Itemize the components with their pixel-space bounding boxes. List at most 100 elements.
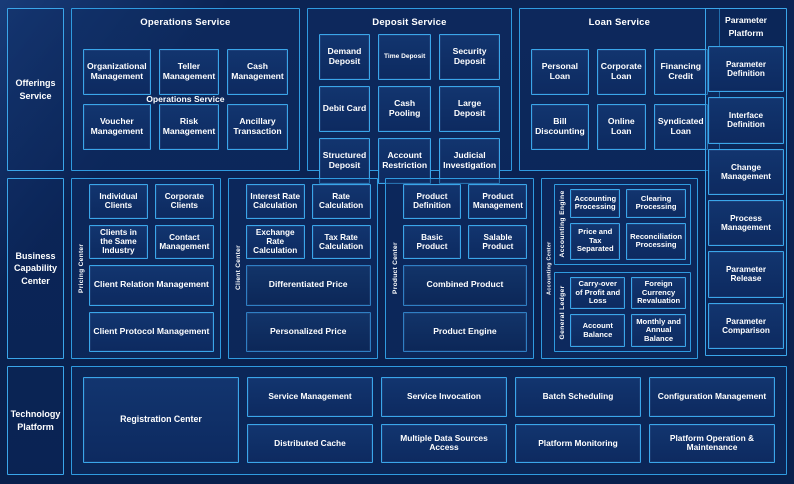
item-parameter-definition[interactable]: Parameter Definition [708, 45, 784, 93]
item-financing-credit[interactable]: Financing Credit [653, 48, 708, 95]
group-loan-service-title: Loan Service [588, 17, 651, 28]
loan-service-items: Personal Loan Corporate Loan Financing C… [520, 28, 719, 170]
group-parameter-platform-title: Parameter Platform [724, 15, 768, 38]
item-debit-card[interactable]: Debit Card [318, 86, 371, 132]
item-configuration-management[interactable]: Configuration Management [649, 377, 775, 417]
deposit-service-items: Demand Deposit Time Deposit Security Dep… [308, 28, 511, 193]
item-registration-center[interactable]: Registration Center [83, 377, 239, 463]
item-contact-management[interactable]: Contact Management [154, 224, 214, 259]
group-client-center[interactable]: Client Center Interest Rate Calculation … [227, 178, 378, 359]
item-cash-management[interactable]: Cash Management [227, 48, 288, 95]
rail-technology-platform-label: Technology Platform [10, 409, 61, 432]
group-parameter-platform[interactable]: Parameter Platform Parameter Definition … [705, 8, 787, 356]
item-process-management[interactable]: Process Management [708, 199, 784, 247]
item-batch-scheduling[interactable]: Batch Scheduling [515, 377, 641, 417]
item-organizational-management[interactable]: Organizational Management [83, 48, 151, 95]
item-platform-operation-maintenance[interactable]: Platform Operation & Maintenance [649, 423, 775, 463]
item-cash-pooling[interactable]: Cash Pooling [378, 86, 432, 132]
item-clients-in-the-same-industry[interactable]: Clients in the Same Industry [89, 224, 148, 259]
item-voucher-management[interactable]: Voucher Management [83, 103, 151, 150]
item-accounting-processing[interactable]: Accounting Processing [570, 189, 621, 218]
item-individual-clients[interactable]: Individual Clients [89, 184, 148, 219]
item-account-restriction[interactable]: Account Restriction [378, 138, 432, 184]
item-security-deposit[interactable]: Security Deposit [439, 34, 501, 80]
item-product-definition[interactable]: Product Definition [402, 184, 462, 219]
group-operations-service[interactable]: Operations Service Organizational Manage… [71, 8, 300, 171]
subgroup-general-ledger[interactable]: General Ledger Carry-over of Profit and … [554, 271, 692, 352]
group-client-center-label: Client Center [234, 245, 242, 291]
item-personal-loan[interactable]: Personal Loan [531, 48, 589, 95]
subgroup-general-ledger-label: General Ledger [559, 284, 567, 339]
pricing-center-pair-2: Clients in the Same Industry Contact Man… [89, 224, 214, 259]
capability-columns: Pricing Center Individual Clients Corpor… [71, 178, 787, 359]
operations-service-items: Organizational Management Teller Managem… [72, 28, 299, 170]
item-platform-monitoring[interactable]: Platform Monitoring [515, 423, 641, 463]
item-personalized-price[interactable]: Personalized Price [245, 311, 371, 352]
rail-business-capability-center[interactable]: Business Capability Center [7, 178, 64, 359]
item-basic-product[interactable]: Basic Product [402, 224, 462, 259]
item-large-deposit[interactable]: Large Deposit [439, 86, 501, 132]
item-clearing-processing[interactable]: Clearing Processing [626, 189, 687, 218]
item-teller-management[interactable]: Teller Management [158, 48, 220, 95]
item-parameter-comparison[interactable]: Parameter Comparison [708, 302, 784, 350]
subgroup-accounting-engine[interactable]: Accounting Engine Accounting Processing … [554, 184, 692, 265]
item-client-relation-management[interactable]: Client Relation Management [89, 265, 214, 306]
pricing-center-pair-1: Individual Clients Corporate Clients [89, 184, 214, 219]
item-corporate-clients[interactable]: Corporate Clients [154, 184, 214, 219]
group-deposit-service[interactable]: Deposit Service Demand Deposit Time Depo… [306, 8, 513, 184]
item-corporate-loan[interactable]: Corporate Loan [596, 48, 646, 95]
item-bill-discounting[interactable]: Bill Discounting [531, 103, 589, 150]
group-loan-service[interactable]: Loan Service Personal Loan Corporate Loa… [519, 8, 720, 171]
item-multiple-data-sources-access[interactable]: Multiple Data Sources Access [381, 423, 507, 463]
rail-business-capability-center-label: Business Capability Center [13, 251, 57, 286]
item-account-balance[interactable]: Account Balance [570, 314, 626, 347]
item-combined-product[interactable]: Combined Product [402, 265, 528, 306]
rail-offerings-service-label: Offerings Service [15, 78, 56, 101]
item-foreign-currency-revaluation[interactable]: Foreign Currency Revaluation [631, 276, 687, 310]
item-judicial-investigation[interactable]: Judicial Investigation [439, 138, 501, 184]
item-change-management[interactable]: Change Management [708, 148, 784, 195]
item-service-invocation[interactable]: Service Invocation [381, 377, 507, 417]
item-exchange-rate-calculation[interactable]: Exchange Rate Calculation [245, 224, 305, 259]
offerings-service-row: Offerings Service Operations Service Org… [7, 8, 787, 184]
item-differentiated-price[interactable]: Differentiated Price [245, 265, 371, 306]
item-risk-management[interactable]: Risk Management [158, 103, 220, 150]
group-pricing-center-label: Pricing Center [78, 243, 85, 293]
group-technology-platform[interactable]: Registration Center Service Management S… [71, 366, 787, 475]
item-structured-deposit[interactable]: Structured Deposit [318, 138, 371, 184]
rail-technology-platform[interactable]: Technology Platform [7, 366, 64, 475]
subgroup-accounting-engine-label: Accounting Engine [559, 190, 567, 258]
item-product-engine[interactable]: Product Engine [402, 311, 528, 352]
item-online-loan[interactable]: Online Loan [596, 103, 646, 150]
item-reconciliation-processing[interactable]: Reconciliation Processing [626, 222, 687, 260]
group-accounting-center-label: Accounting Center [546, 241, 553, 295]
technology-platform-items: Service Management Service Invocation Ba… [247, 377, 775, 463]
item-interest-rate-calculation[interactable]: Interest Rate Calculation [245, 184, 305, 219]
group-pricing-center[interactable]: Pricing Center Individual Clients Corpor… [71, 178, 221, 359]
item-tax-rate-calculation[interactable]: Tax Rate Calculation [311, 224, 371, 259]
group-accounting-center[interactable]: Accounting Center Accounting Engine Acco… [541, 178, 699, 359]
item-salable-product[interactable]: Salable Product [468, 224, 528, 259]
item-demand-deposit[interactable]: Demand Deposit [318, 34, 371, 80]
item-rate-calculation[interactable]: Rate Calculation [311, 184, 371, 219]
item-service-management[interactable]: Service Management [247, 377, 373, 417]
group-product-center[interactable]: Product Center Product Definition Produc… [384, 178, 535, 359]
item-monthly-and-annual-balance[interactable]: Monthly and Annual Balance [631, 314, 687, 347]
item-client-protocol-management[interactable]: Client Protocol Management [89, 311, 214, 352]
rail-offerings-service[interactable]: Offerings Service [7, 8, 64, 171]
item-price-and-tax-separated[interactable]: Price and Tax Separated [570, 222, 621, 260]
product-center-pair-2: Basic Product Salable Product [402, 224, 528, 259]
group-product-center-label: Product Center [391, 242, 399, 294]
item-parameter-release[interactable]: Parameter Release [708, 251, 784, 298]
item-product-management[interactable]: Product Management [468, 184, 528, 219]
item-distributed-cache[interactable]: Distributed Cache [247, 423, 373, 463]
item-time-deposit[interactable]: Time Deposit [378, 34, 432, 80]
client-center-pair-2: Exchange Rate Calculation Tax Rate Calcu… [245, 224, 371, 259]
item-carry-over-of-profit-and-loss[interactable]: Carry-over of Profit and Loss [570, 276, 626, 310]
item-ancillary-transaction[interactable]: Ancillary Transaction [227, 103, 288, 150]
business-capability-row: Business Capability Center Pricing Cente… [7, 178, 787, 359]
item-interface-definition[interactable]: Interface Definition [708, 97, 784, 144]
product-center-pair-1: Product Definition Product Management [402, 184, 528, 219]
item-syndicated-loan[interactable]: Syndicated Loan [653, 103, 708, 150]
